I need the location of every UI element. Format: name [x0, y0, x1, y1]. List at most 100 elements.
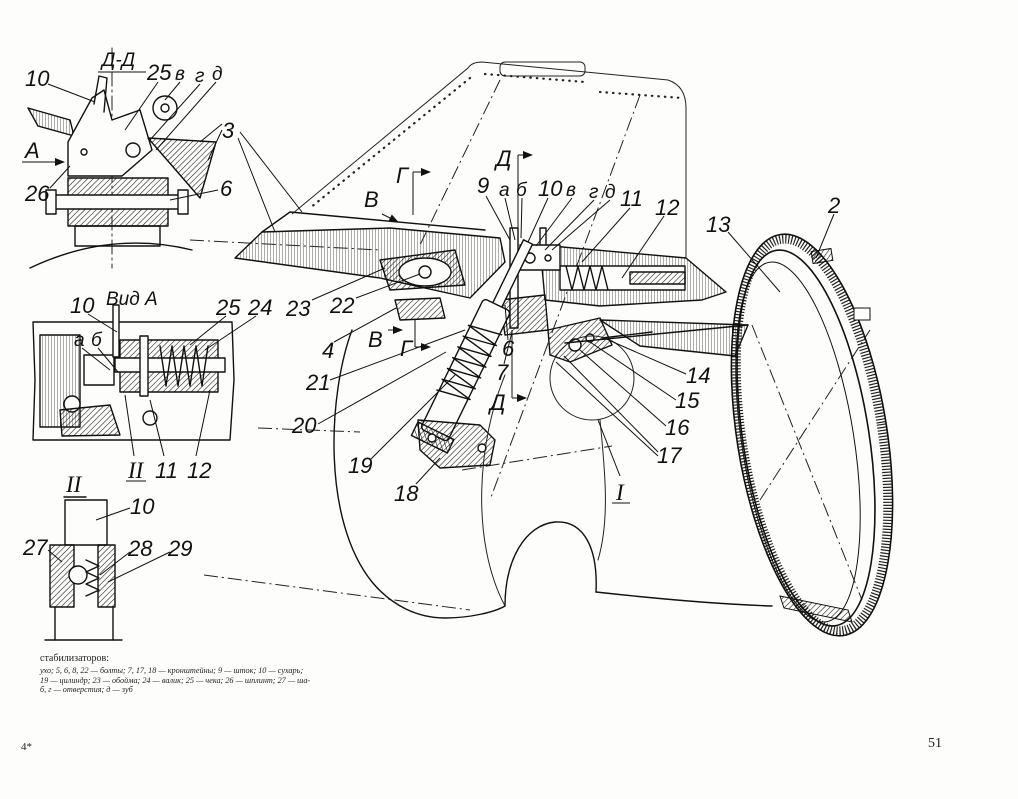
leader-line — [239, 131, 303, 213]
caption-heading: стабилизаторов: — [40, 653, 110, 664]
fuselage-side-line — [597, 419, 606, 561]
callout-label: 16 — [665, 415, 690, 440]
centerline — [461, 445, 613, 471]
leader-line — [149, 83, 201, 141]
section-label: Г — [396, 163, 410, 188]
section-ii-spring-28 — [85, 559, 100, 597]
leader-line — [815, 213, 835, 259]
callout-label: в — [566, 180, 576, 201]
callout-label: 20 — [291, 413, 317, 438]
detail-reference-label: I — [615, 480, 625, 505]
section-ii-bushing-right — [97, 544, 116, 608]
section-v-arrow-top — [381, 213, 399, 223]
hinge-bushing-23 — [398, 257, 452, 287]
leader-line — [544, 199, 595, 251]
section-label: Д — [487, 390, 506, 415]
leader-line — [579, 349, 667, 427]
leader-line — [621, 215, 665, 279]
ring-top-clamp — [810, 247, 834, 265]
lock-pivot-15 — [568, 338, 582, 352]
view-direction-label: А — [23, 138, 40, 163]
vertical-fin — [291, 61, 687, 258]
view-a-lower-mount — [59, 404, 121, 437]
leader-line — [503, 331, 513, 365]
callout-label: а — [499, 180, 510, 201]
callout-label: 9 — [477, 173, 489, 198]
leader-line — [520, 197, 523, 239]
fin-rivet-row — [308, 76, 472, 210]
section-dd-eye-hole — [152, 95, 178, 121]
callout-label: д — [605, 182, 616, 203]
leader-line — [47, 549, 63, 563]
leader-line — [727, 231, 781, 293]
view-a-title: Вид А — [106, 289, 158, 310]
leader-line — [149, 399, 165, 457]
detail-reference-label: II — [127, 458, 145, 483]
leader-line — [415, 457, 441, 485]
leader-line — [551, 199, 611, 251]
locking-rod-spring — [565, 265, 609, 291]
locking-rod — [629, 271, 686, 285]
callout-label: 17 — [657, 443, 682, 468]
callout-label: 4 — [322, 338, 334, 363]
printer-signature-mark: 4* — [21, 741, 32, 753]
ring-outer-edge — [730, 233, 894, 637]
bracket-bolt — [427, 433, 437, 443]
callout-label: 6 — [502, 336, 515, 361]
leader-line — [195, 389, 211, 457]
fuselage-left-edge — [333, 329, 506, 619]
vertical-fin-outline — [291, 61, 687, 258]
callout-label: 23 — [285, 296, 311, 321]
fin-rivet-row — [598, 90, 684, 100]
callout-label: б — [91, 330, 103, 351]
section-dd-nut-left — [45, 189, 57, 215]
leader-line — [155, 81, 217, 151]
leader-line — [87, 313, 118, 333]
bracket-4 — [394, 297, 446, 321]
detail-i-callout-circle — [549, 335, 635, 421]
fuselage-lower-edge — [595, 591, 773, 607]
leader-line — [169, 189, 219, 201]
caption-line: ухо; 5, 6, 8, 22 — болты; 7, 17, 18 — кр… — [40, 666, 304, 675]
callout-label: 12 — [655, 195, 679, 220]
leader-line — [124, 394, 135, 457]
section-label: В — [368, 327, 383, 352]
callout-label: а — [74, 330, 85, 351]
hinge-bolt-22 — [418, 265, 432, 279]
centerline — [751, 324, 863, 601]
centerline — [257, 427, 361, 433]
centerline — [203, 574, 471, 611]
section-dd-labels: Д-Д 10 25 в г д А 26 6 — [23, 50, 233, 206]
leader-line — [504, 197, 516, 241]
section-dd-nut-right — [177, 189, 189, 215]
callout-label: 10 — [25, 66, 50, 91]
locking-rod-assembly — [559, 265, 686, 291]
callout-label: г — [195, 66, 204, 87]
view-a-inset — [32, 304, 235, 441]
callout-label: 22 — [329, 293, 354, 318]
centerline — [189, 239, 381, 251]
callout-label: 18 — [394, 481, 419, 506]
view-a-frame — [32, 321, 235, 441]
stabilizer-root-left — [234, 227, 506, 299]
actuator-spring — [436, 324, 503, 401]
fuselage-bottom-opening — [504, 521, 597, 607]
callout-label: 10 — [538, 176, 563, 201]
callout-label: 6 — [220, 176, 233, 201]
callout-label: 11 — [155, 458, 178, 483]
leader-line — [311, 267, 386, 301]
centerline — [419, 79, 501, 246]
callout-label: 12 — [187, 458, 211, 483]
callout-label: 25 — [215, 295, 241, 320]
leader-line — [504, 304, 509, 341]
fin-tip-panel — [499, 61, 586, 77]
leader-line — [107, 551, 171, 583]
fuselage-frame-line — [481, 374, 506, 607]
main-view-labels: 3 В Г Д 9 а б 10 в г д 11 12 13 2 23 22 … — [222, 118, 840, 506]
callout-label: 24 — [247, 295, 272, 320]
leader-line — [95, 507, 131, 521]
callout-label: г — [589, 182, 598, 203]
section-dd-hatched-clamp — [147, 137, 217, 199]
fuselage-tail-cone — [333, 324, 773, 619]
